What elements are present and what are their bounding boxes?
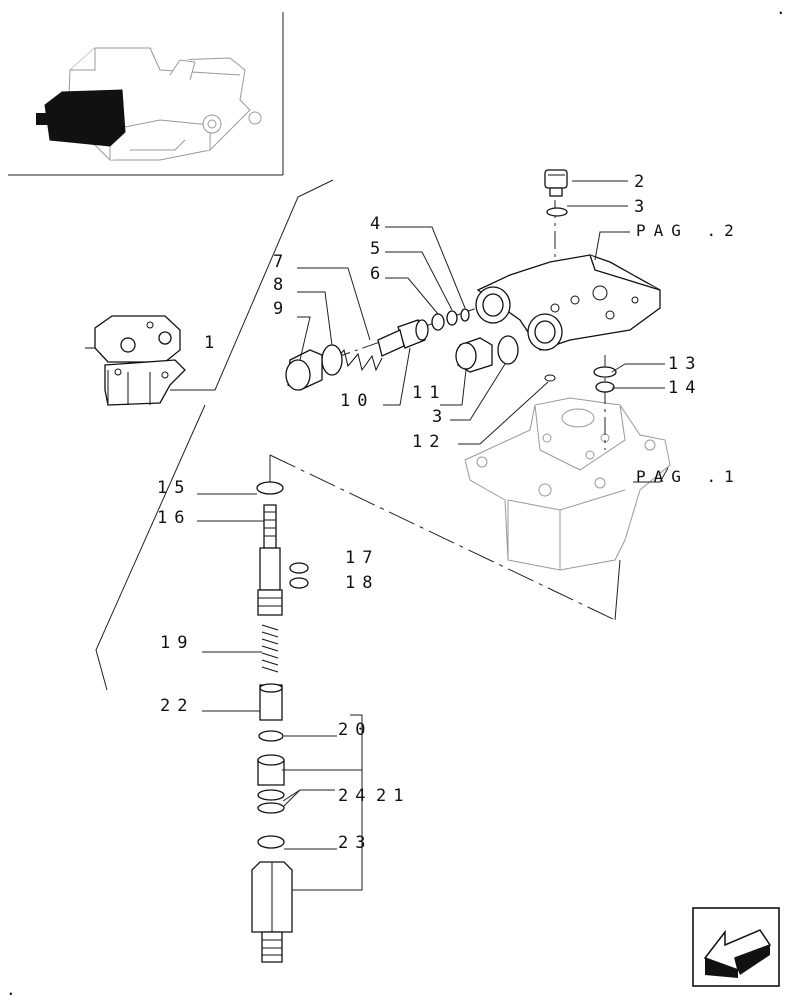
part-13-oring [593,366,617,378]
part-16-stem [263,504,277,549]
label-12: 12 [412,432,446,452]
part-14-washer [595,381,615,393]
label-16: 16 [157,508,191,528]
reference-pag2[interactable]: PAG .2 [636,221,742,240]
part-12-ball [544,374,556,382]
part-18-ring [289,577,309,589]
part-10-piston [377,319,429,357]
label-19: 19 [160,633,194,653]
part-15-oring [256,481,284,495]
part-9-plug [285,344,343,391]
part-23-ring [257,835,285,849]
corner-dot-mark: . [6,980,22,999]
part-1-valve-assembly [85,315,186,406]
label-3-mid: 3 [432,407,449,427]
vertical-valve-stack [251,481,309,963]
label-14: 14 [668,378,702,398]
label-6: 6 [370,264,387,284]
part-24-seal [257,789,285,801]
reference-pag1[interactable]: PAG .1 [636,467,742,486]
part-6-ring [431,313,445,331]
part-2-plug [544,169,568,197]
label-23: 23 [338,833,372,853]
part-11-plug [455,335,519,373]
corner-dot-mark: . [776,0,788,18]
label-21: 21 [376,786,410,806]
ghost-housing-pag1 [464,397,671,571]
label-20: 20 [338,720,372,740]
part-19-spring [261,624,279,673]
label-4: 4 [370,214,387,234]
location-callout-lines [95,179,334,691]
label-22: 22 [160,696,194,716]
label-2: 2 [634,172,651,192]
label-10: 10 [340,391,374,411]
label-11: 11 [412,383,446,403]
next-page-arrow-icon[interactable] [692,907,780,987]
label-15: 15 [157,478,191,498]
leader-lines [197,180,669,891]
label-24: 24 [338,786,372,806]
label-8: 8 [273,275,290,295]
part-20-ring [258,730,284,742]
label-1: 1 [204,333,221,353]
label-18: 18 [345,573,379,593]
label-3-top: 3 [634,197,651,217]
label-5: 5 [370,239,387,259]
part-3-oring-top [546,207,568,217]
label-9: 9 [273,299,290,319]
part-21-ring [257,802,285,814]
label-7: 7 [273,252,290,272]
label-17: 17 [345,548,379,568]
part-17-ring [289,562,309,574]
part-5-ring [446,310,458,326]
valve-body-pag2 [475,254,661,351]
assembly-location-thumbnail[interactable] [8,12,284,176]
part-4-ball [460,308,470,322]
label-13: 13 [668,354,702,374]
